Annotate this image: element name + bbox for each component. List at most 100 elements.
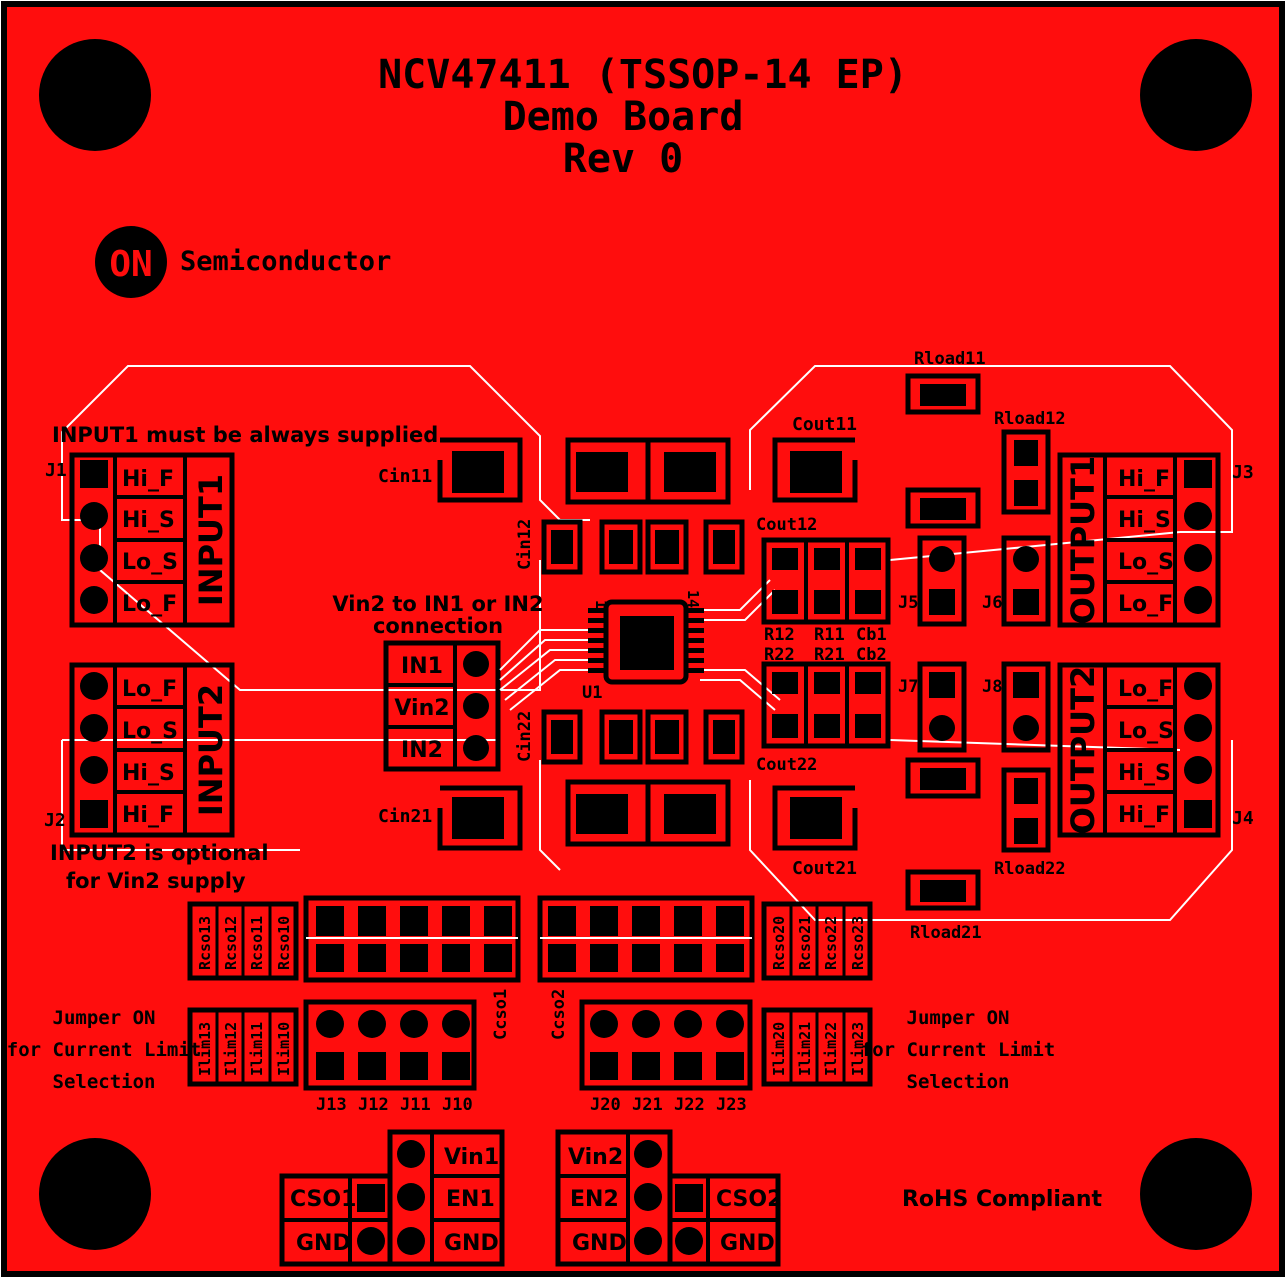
mounting-hole-top-left <box>39 39 151 151</box>
input1-ref: J1 <box>45 460 67 481</box>
output1-connector: Hi_F Hi_S Lo_S Lo_F OUTPUT1 J3 <box>1057 452 1254 628</box>
input2-pin1-pad <box>80 672 108 700</box>
j11-ref: J11 <box>400 1095 431 1115</box>
j20-ref: J20 <box>590 1095 621 1115</box>
input2-pin-label-1: Lo_F <box>122 677 177 702</box>
vin2-selector-pin-1: IN1 <box>401 654 443 679</box>
ilim-right-block <box>761 1007 873 1087</box>
output1-ref: J3 <box>1232 462 1254 483</box>
load-resistors <box>905 373 1051 911</box>
ctrl-left-gnd-a: GND <box>296 1231 351 1256</box>
cout12-ref: Cout12 <box>756 515 817 535</box>
ilim11-ref: Ilim11 <box>248 1022 266 1076</box>
title-line-3: Rev 0 <box>563 136 683 182</box>
feedback-network-1 <box>761 537 891 625</box>
r11-ref: R11 <box>814 625 845 645</box>
input2-name: INPUT2 <box>192 684 230 816</box>
j6-ref: J6 <box>982 593 1002 613</box>
output2-pin4-pad <box>1184 800 1212 828</box>
output1-pin4-pad <box>1184 586 1212 614</box>
rcso13-ref: Rcso13 <box>196 916 214 970</box>
title-line-1: NCV47411 (TSSOP-14 EP) <box>378 52 908 98</box>
ilim20-ref: Ilim20 <box>770 1022 788 1076</box>
input2-pin-label-4: Hi_F <box>122 803 174 828</box>
input2-connector: Lo_F Lo_S Hi_S Hi_F INPUT2 J2 <box>44 662 235 838</box>
output2-pin2-pad <box>1184 714 1212 742</box>
rcso-right-pads <box>537 895 755 983</box>
rcso21-ref: Rcso21 <box>796 916 814 970</box>
on-logo-icon <box>95 226 167 298</box>
j12-ref: J12 <box>358 1095 389 1115</box>
input2-ref: J2 <box>44 810 66 831</box>
control-connector-left: Vin1 CSO1 EN1 GND GND <box>279 1129 505 1267</box>
output1-pin3-pad <box>1184 544 1212 572</box>
rcso22-ref: Rcso22 <box>822 916 840 970</box>
r22-ref: R22 <box>764 645 795 665</box>
j8-ref: J8 <box>982 677 1002 697</box>
rcso-left-pads <box>303 895 521 983</box>
ctrl-left-en1: EN1 <box>446 1187 495 1212</box>
ilim10-ref: Ilim10 <box>275 1022 293 1076</box>
output1-pin1-pad <box>1184 460 1212 488</box>
input1-pin4-pad <box>80 586 108 614</box>
ctrl-left-vin1: Vin1 <box>444 1145 499 1170</box>
cin12-ref: Cin12 <box>515 519 535 570</box>
on-logo-mark: ON <box>109 244 152 285</box>
input2-note-line-2: for Vin2 supply <box>66 869 246 893</box>
output1-name: OUTPUT1 <box>1064 456 1102 625</box>
mounting-hole-bottom-right <box>1140 1138 1252 1250</box>
j13-ref: J13 <box>316 1095 347 1115</box>
r12-ref: R12 <box>764 625 795 645</box>
u1-pin1-label: 1 <box>592 600 610 609</box>
rcso12-ref: Rcso12 <box>222 916 240 970</box>
output2-pin1-pad <box>1184 672 1212 700</box>
output2-pin-label-3: Hi_S <box>1118 761 1171 786</box>
output1-pin-label-3: Lo_S <box>1118 550 1174 575</box>
input1-pin-label-2: Hi_S <box>122 508 175 533</box>
ctrl-right-cso2: CSO2 <box>716 1187 782 1212</box>
ctrl-left-gnd-b: GND <box>444 1231 499 1256</box>
output1-pin-label-1: Hi_F <box>1118 467 1170 492</box>
input1-connector: Hi_F Hi_S Lo_S Lo_F INPUT1 J1 <box>45 452 235 628</box>
vin2-selector-pin-2: Vin2 <box>394 696 449 721</box>
feedback-network-2 <box>761 661 891 749</box>
ilim-jumpers-left <box>303 999 477 1091</box>
output2-pin-label-2: Lo_S <box>1118 719 1174 744</box>
j23-ref: J23 <box>716 1095 747 1115</box>
output2-pin3-pad <box>1184 756 1212 784</box>
output2-name: OUTPUT2 <box>1064 666 1102 835</box>
vin2-note-line-2: connection <box>373 614 503 638</box>
input1-name: INPUT1 <box>192 474 230 606</box>
rcso10-ref: Rcso10 <box>275 916 293 970</box>
input1-pin-label-4: Lo_F <box>122 592 177 617</box>
rcso-left-block <box>187 901 299 981</box>
jumper-note-right-line-2: for Current Limit <box>861 1039 1055 1061</box>
j5-ref: J5 <box>898 593 918 613</box>
logo-text: Semiconductor <box>180 246 391 277</box>
rcso23-ref: Rcso23 <box>849 916 867 970</box>
u1-ref: U1 <box>582 683 602 703</box>
output2-pin-label-1: Lo_F <box>1118 677 1173 702</box>
rload22-ref: Rload22 <box>994 859 1066 879</box>
ilim12-ref: Ilim12 <box>222 1022 240 1076</box>
output1-pin-label-4: Lo_F <box>1118 592 1173 617</box>
rload21-ref: Rload21 <box>910 923 982 943</box>
j21-ref: J21 <box>632 1095 663 1115</box>
rohs-label: RoHS Compliant <box>902 1187 1102 1212</box>
input1-pin3-pad <box>80 544 108 572</box>
cout21-ref: Cout21 <box>792 858 857 879</box>
cin22-ref: Cin22 <box>515 711 535 762</box>
input2-pin-label-2: Lo_S <box>122 719 178 744</box>
jumper-note-left-line-2: for Current Limit <box>7 1039 201 1061</box>
ilim23-ref: Ilim23 <box>849 1022 867 1076</box>
title-line-2: Demo Board <box>503 94 744 140</box>
input1-note: INPUT1 must be always supplied <box>52 423 438 447</box>
input2-pin2-pad <box>80 714 108 742</box>
cb2-ref: Cb2 <box>856 645 887 665</box>
on-semiconductor-logo: ON Semiconductor <box>95 226 391 298</box>
jumper-note-right-line-1: Jumper ON <box>907 1007 1010 1029</box>
j22-ref: J22 <box>674 1095 705 1115</box>
mounting-hole-bottom-left <box>39 1138 151 1250</box>
rload12-ref: Rload12 <box>994 409 1066 429</box>
jumper-note-left-line-3: Selection <box>53 1071 156 1093</box>
